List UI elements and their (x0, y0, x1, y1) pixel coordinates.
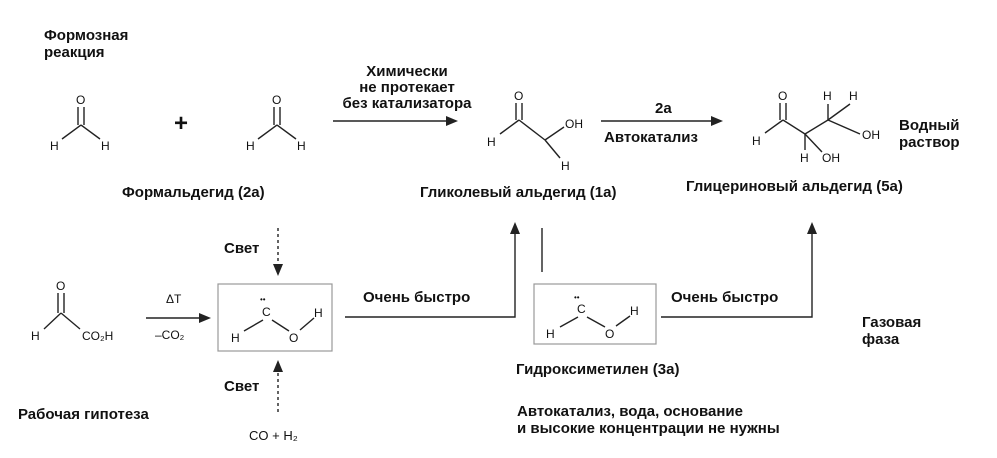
autocatalysis-label: Автокатализ (604, 129, 698, 146)
atom-h: H (31, 329, 40, 343)
glyceraldehyde-structure: O H H OH H H OH (752, 89, 880, 165)
atom-h: H (561, 159, 570, 173)
atom-h: H (231, 331, 240, 345)
atom-h: H (800, 151, 809, 165)
hydroxymethylene-box-2 (533, 283, 657, 345)
formaldehyde-structure-1: O H H (50, 93, 110, 153)
atom-h: H (630, 304, 639, 318)
atom-oh: OH (565, 117, 583, 131)
arrow-very-fast-1-head (510, 222, 520, 234)
very-fast-label-2: Очень быстро (671, 289, 779, 306)
atom-h: H (752, 134, 761, 148)
atom-oh: OH (822, 151, 840, 165)
atom-h: H (849, 89, 858, 103)
atom-h: H (101, 139, 110, 153)
arrow-2a-label: 2a (655, 100, 672, 117)
hydroxymethylene-box-1 (217, 283, 333, 352)
atom-o: O (778, 89, 787, 103)
formaldehyde-label: Формальдегид (2a) (122, 184, 265, 201)
glycolaldehyde-structure: O H OH H (487, 89, 583, 173)
atom-c: C (577, 302, 586, 316)
atom-h: H (297, 139, 306, 153)
plus-sign: + (174, 110, 188, 137)
atom-o: O (272, 93, 281, 107)
co-h2-label: CO + H₂ (249, 428, 298, 443)
arrow-very-fast-2 (661, 232, 813, 318)
atom-h: H (487, 135, 496, 149)
light-top-label: Свет (224, 240, 260, 257)
hydroxymethylene-label: Гидроксиметилен (3a) (516, 361, 680, 378)
formaldehyde-structure-2: O H H (246, 93, 306, 153)
atom-h: H (546, 327, 555, 341)
atom-oh: OH (862, 128, 880, 142)
hydroxymethylene-structure-2: •• C H O H (546, 293, 639, 341)
very-fast-label-1: Очень быстро (363, 289, 471, 306)
lone-pair: •• (260, 295, 266, 304)
arrow-uncatalyzed-head (446, 116, 458, 126)
atom-co2h: CO₂H (82, 329, 113, 343)
glyoxylic-acid-structure: O H CO₂H (31, 279, 113, 343)
atom-h: H (314, 306, 323, 320)
glycolaldehyde-label: Гликолевый альдегид (1a) (420, 184, 617, 201)
glyceraldehyde-label: Глицериновый альдегид (5a) (686, 178, 903, 195)
atom-h: H (50, 139, 59, 153)
atom-o: O (289, 331, 298, 345)
atom-h: H (823, 89, 832, 103)
arrow-decarboxylation-head (199, 313, 211, 323)
minus-co2-label: –CO₂ (155, 328, 185, 342)
atom-o: O (56, 279, 65, 293)
atom-h: H (246, 139, 255, 153)
lone-pair: •• (574, 293, 580, 302)
hydroxymethylene-structure-1: •• C H O H (231, 295, 323, 345)
atom-o: O (514, 89, 523, 103)
delta-t-label: ΔT (166, 292, 182, 306)
light-arrow-top-head (273, 264, 283, 276)
arrow-very-fast-1 (345, 232, 516, 318)
atom-o: O (605, 327, 614, 341)
light-arrow-bottom-head (273, 360, 283, 372)
working-hypothesis-label: Рабочая гипотеза (18, 406, 149, 423)
arrow-autocatalysis-head (711, 116, 723, 126)
atom-c: C (262, 305, 271, 319)
arrow-very-fast-2-head (807, 222, 817, 234)
light-bottom-label: Свет (224, 378, 260, 395)
atom-o: O (76, 93, 85, 107)
